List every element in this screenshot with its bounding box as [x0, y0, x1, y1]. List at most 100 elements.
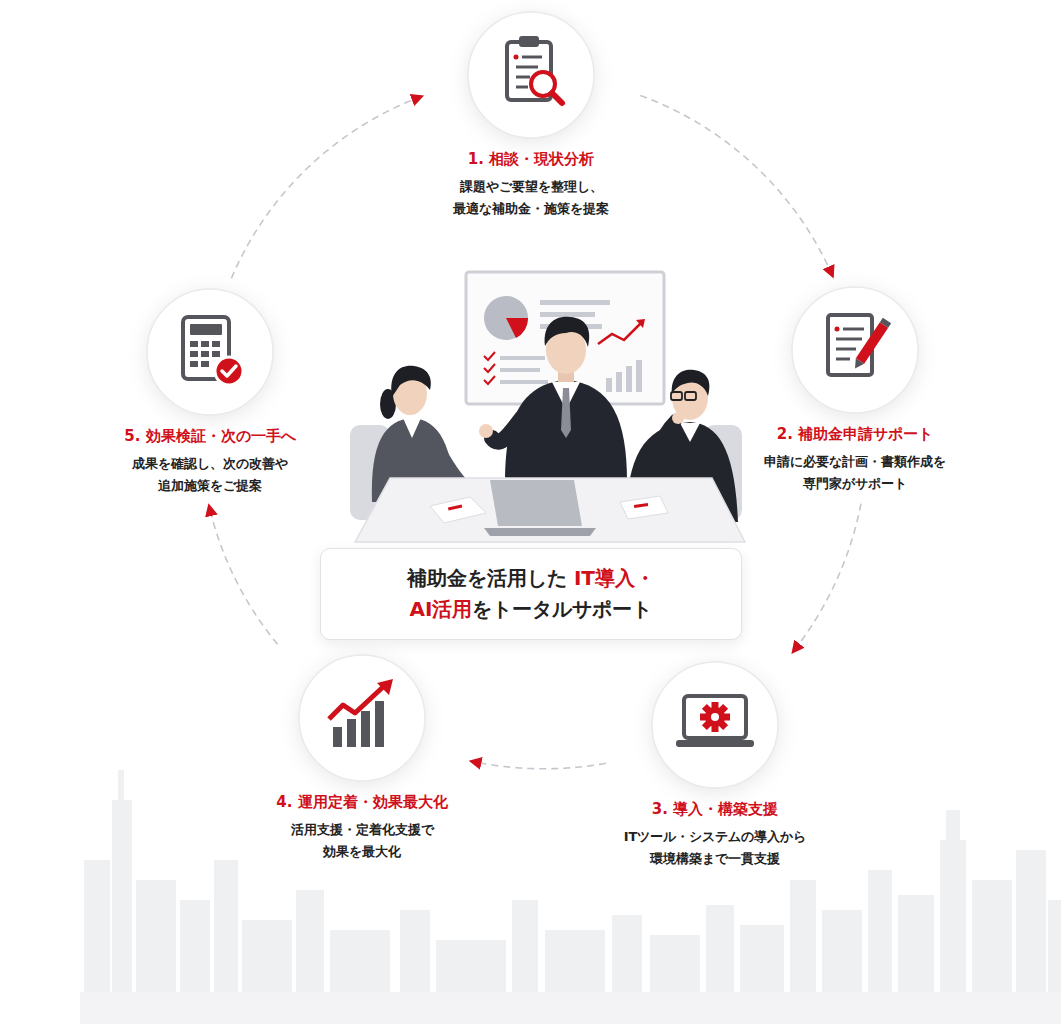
step-icon: [835, 327, 840, 332]
cycle-arrow: [640, 95, 832, 276]
man-figure: [671, 392, 682, 400]
step-icon: [190, 324, 222, 335]
summary-box: 補助金を活用した IT導入・AI活用をトータルサポート: [320, 548, 742, 640]
step-icon: [836, 348, 856, 351]
whiteboard: [484, 296, 528, 340]
building-group: [296, 890, 324, 1000]
presenter-figure: [479, 424, 493, 438]
step-icon: [828, 315, 887, 375]
building-group: [330, 930, 390, 1000]
cycle-arrow: [231, 96, 421, 278]
building-group: [972, 880, 1012, 1000]
whiteboard: [500, 356, 545, 360]
woman-figure: [391, 366, 431, 397]
meeting-table: [490, 480, 582, 526]
building-group: [1016, 850, 1046, 1000]
step-icon: [212, 341, 220, 347]
cycle-arrow: [209, 506, 278, 644]
step-icon: [507, 36, 562, 103]
step-heading: 1. 相談・現状分析: [468, 150, 594, 170]
building-group: [946, 810, 960, 840]
building-group: [84, 770, 1061, 1000]
step-icon: [516, 86, 528, 89]
step-icon: [212, 351, 220, 357]
step-icon: [201, 361, 209, 367]
step-icon: [836, 338, 862, 341]
cycle-arrow: [471, 761, 606, 769]
step-heading: 3. 導入・構築支援: [652, 800, 778, 820]
step-icon: [676, 696, 754, 747]
icon-circle: [790, 285, 920, 415]
presenter-figure: [479, 317, 627, 482]
woman-figure: [403, 418, 421, 438]
step-icon: [884, 321, 887, 326]
step-icon: [190, 341, 198, 347]
step-icon: [377, 679, 393, 695]
icon-circle: [299, 655, 425, 781]
step-description: 成果を確認し、次の改善や 追加施策をご提案: [110, 453, 310, 497]
step-icon: [522, 56, 542, 59]
building-group: [940, 840, 966, 1000]
step-node: 4. 運用定着・効果最大化活用支援・定着化支援で 効果を最大化: [262, 653, 462, 863]
icon-circle: [650, 660, 780, 790]
whiteboard: [540, 300, 610, 305]
whiteboard: [636, 319, 645, 328]
building-group: [512, 900, 538, 1000]
building-group: [898, 895, 934, 1000]
icon-circle: [297, 653, 427, 783]
whiteboard: [500, 380, 548, 384]
presenter-figure: [505, 380, 627, 482]
presenter-figure: [492, 418, 522, 442]
building-group: [868, 870, 892, 1000]
step-icon: [329, 687, 383, 719]
icon-circle: [652, 662, 778, 788]
icon-circle: [145, 287, 275, 417]
step-node: 1. 相談・現状分析課題やご要望を整理し、 最適な補助金・施策を提案: [431, 10, 631, 220]
step-icon: [684, 696, 746, 738]
step-description: 申請に必要な計画・書類作成を 専門家がサポート: [755, 451, 955, 495]
building-group: [112, 800, 132, 1000]
step-icon: [201, 351, 209, 357]
whiteboard: [598, 322, 642, 344]
step-icon: [215, 357, 243, 385]
building-group: [650, 935, 700, 1000]
man-figure: [680, 423, 700, 442]
icon-circle: [468, 12, 594, 138]
man-figure: [672, 412, 684, 424]
building-group: [612, 915, 642, 1000]
building-group: [136, 880, 176, 1000]
step-icon: [711, 713, 719, 721]
whiteboard: [626, 366, 632, 392]
man-figure: [685, 392, 696, 400]
step-icon: [375, 701, 384, 747]
step-node: 5. 効果検証・次の一手へ成果を確認し、次の改善や 追加施策をご提案: [110, 287, 310, 497]
building-group: [180, 900, 210, 1000]
step-icon: [843, 328, 864, 331]
step-icon: [201, 341, 209, 347]
meeting-table: [634, 503, 648, 508]
whiteboard: [616, 372, 622, 392]
step-icon: [860, 325, 884, 361]
whiteboard: [506, 318, 528, 338]
building-group: [436, 940, 506, 1000]
whiteboard: [484, 364, 495, 372]
meeting-table: [355, 478, 745, 542]
meeting-table: [620, 496, 668, 519]
step-heading: 4. 運用定着・効果最大化: [276, 793, 447, 813]
summary-text: 補助金を活用した IT導入・AI活用をトータルサポート: [351, 563, 711, 625]
building-group: [214, 860, 238, 1000]
whiteboard: [606, 378, 612, 392]
icon-circle: [466, 10, 596, 140]
step-icon: [516, 76, 530, 79]
step-icon: [519, 36, 539, 47]
building-group: [400, 910, 430, 1000]
step-description: ITツール・システムの導入から 環境構築まで一貫支援: [615, 826, 815, 870]
step-icon: [222, 366, 236, 376]
building-group: [1048, 900, 1061, 1000]
step-heading: 2. 補助金申請サポート: [777, 425, 933, 445]
icon-circle: [792, 287, 918, 413]
step-icon: [514, 55, 519, 60]
meeting-table: [448, 505, 462, 511]
